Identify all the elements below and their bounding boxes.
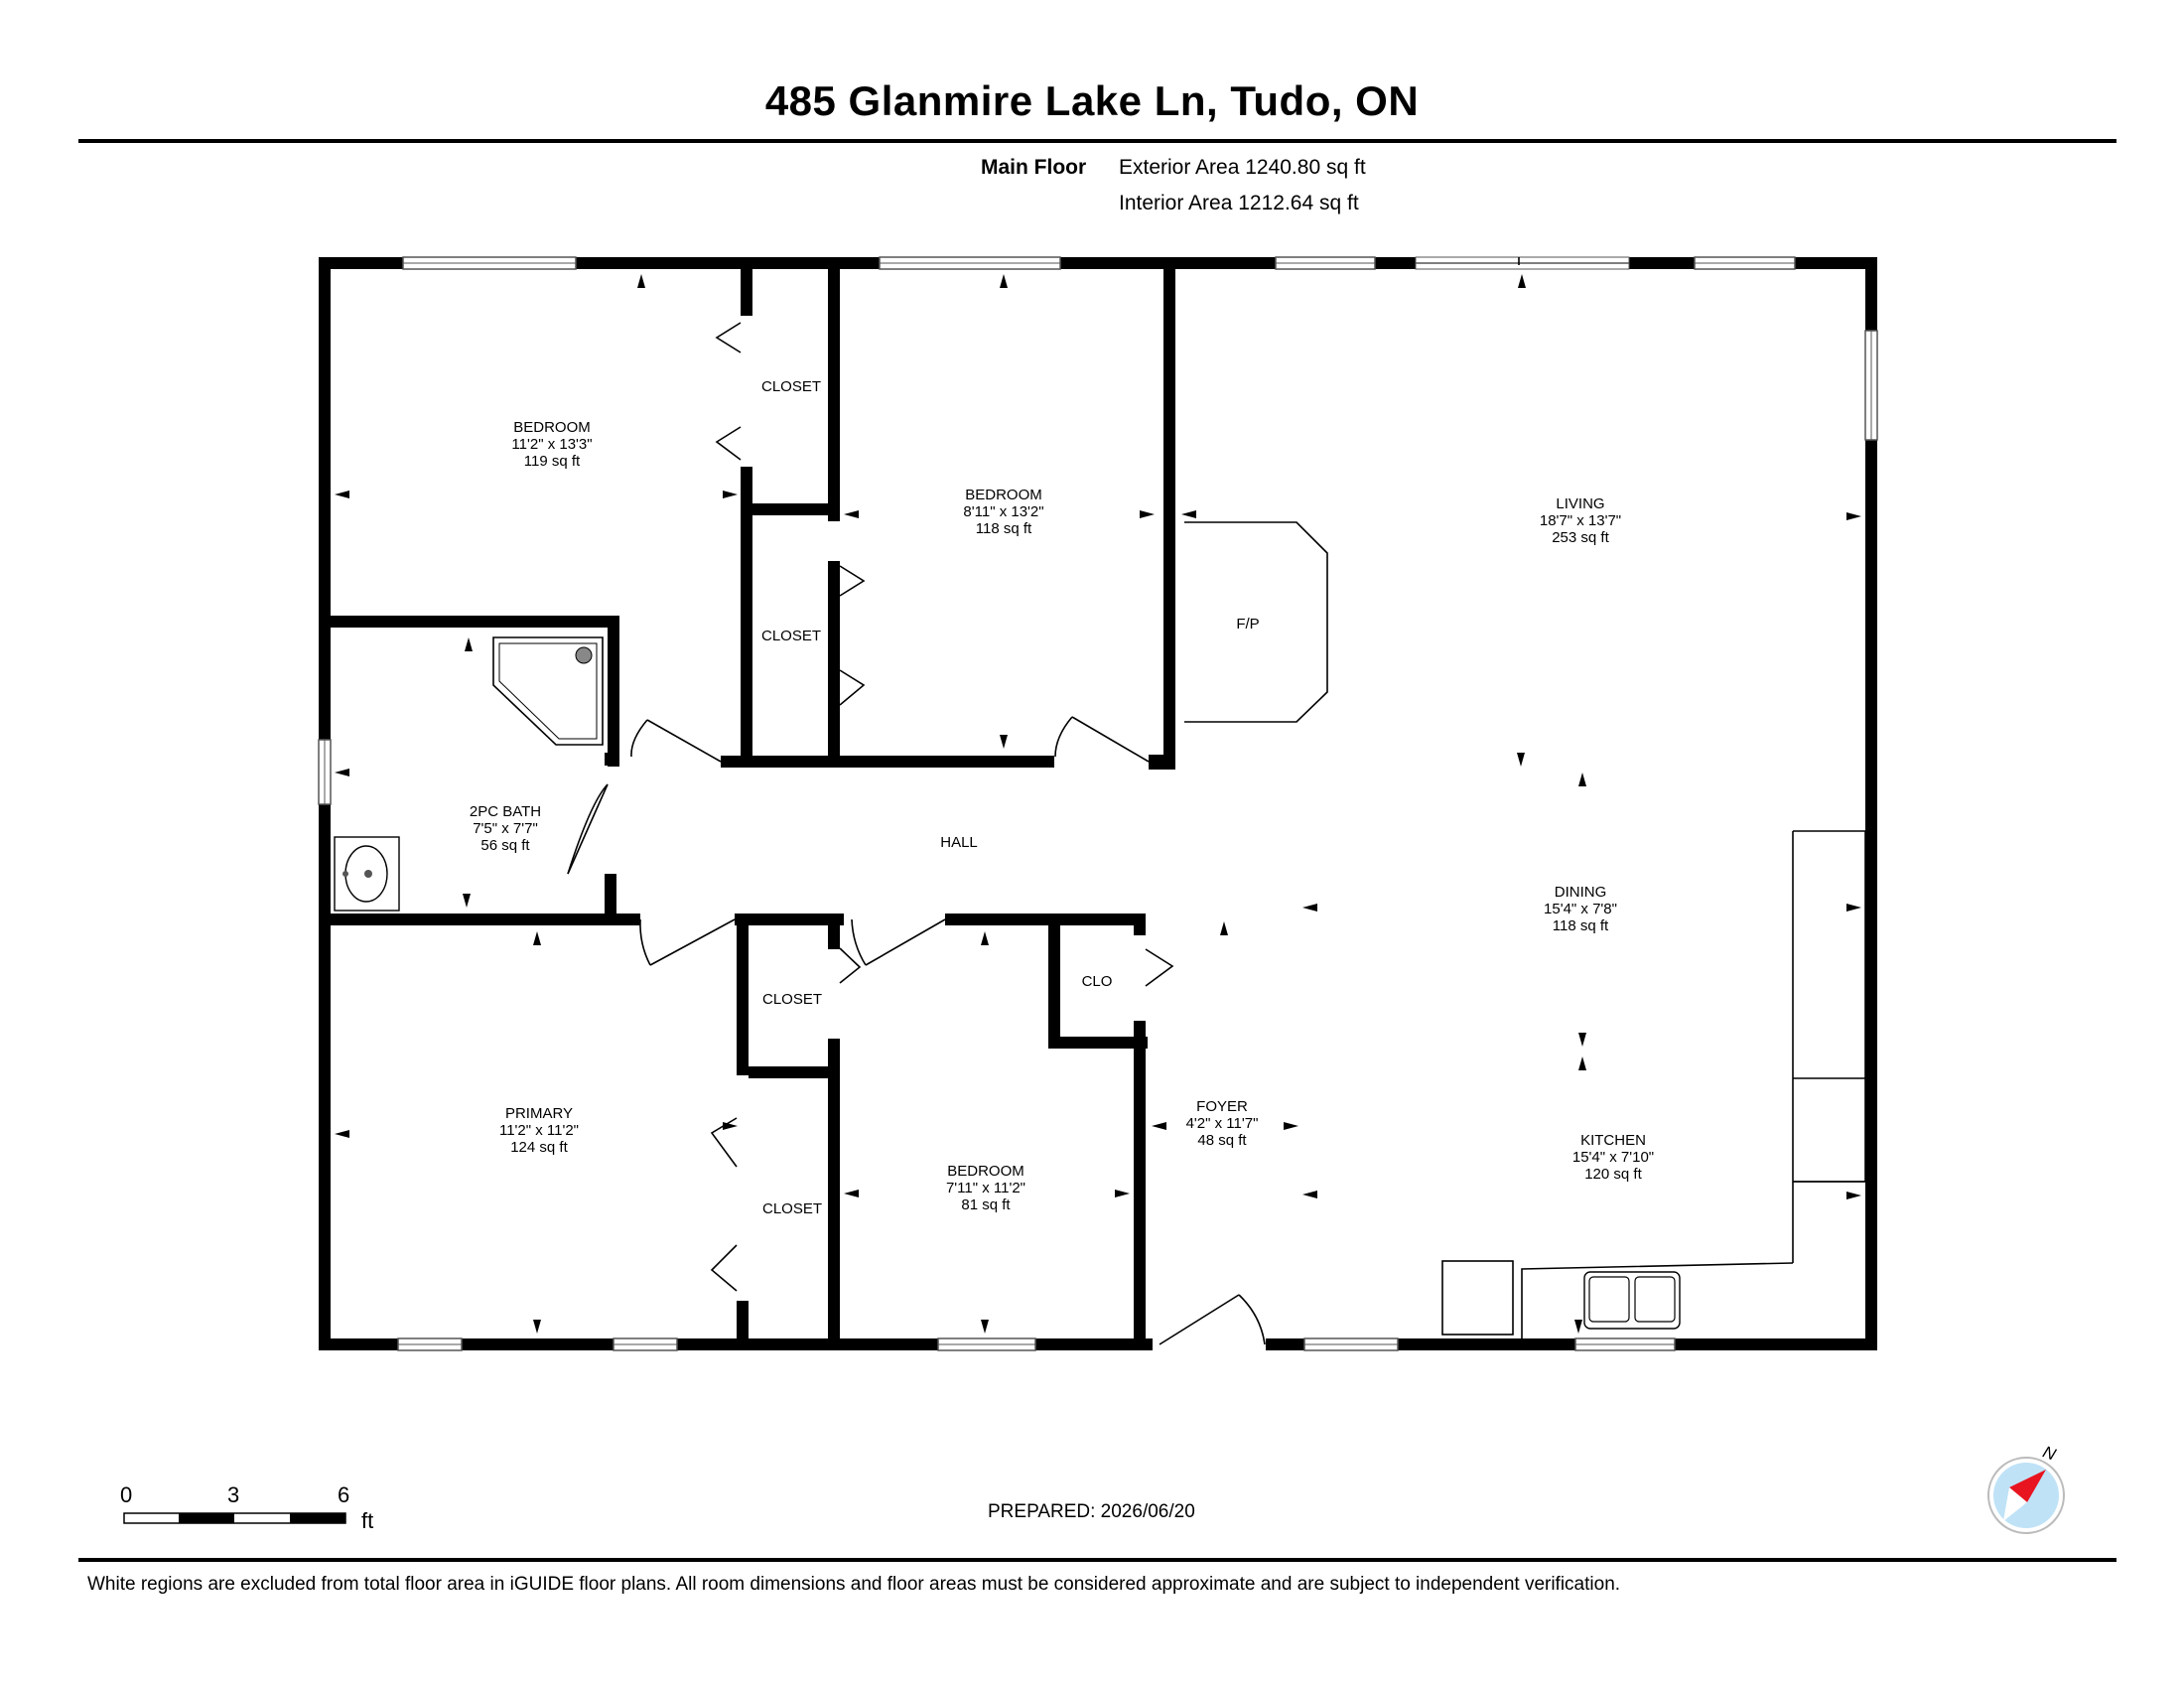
- bedroom-2-area: 118 sq ft: [976, 520, 1032, 537]
- living-dims: 18'7" x 13'7": [1540, 512, 1621, 529]
- direction-arrows: [335, 274, 1861, 1334]
- kitchen-name: KITCHEN: [1580, 1132, 1646, 1149]
- foyer-area: 48 sq ft: [1197, 1132, 1247, 1149]
- primary-area: 124 sq ft: [510, 1139, 568, 1156]
- kitchen-dims: 15'4" x 7'10": [1572, 1149, 1654, 1166]
- closet-4-label: CLOSET: [762, 1200, 822, 1217]
- scale-bar: [123, 1512, 346, 1524]
- foyer-dims: 4'2" x 11'7": [1186, 1115, 1259, 1132]
- bath-dims: 7'5" x 7'7": [473, 820, 538, 837]
- bedroom-3-name: BEDROOM: [947, 1163, 1024, 1180]
- dining-dims: 15'4" x 7'8": [1544, 901, 1617, 917]
- bedroom-2-name: BEDROOM: [965, 487, 1042, 503]
- bath-area: 56 sq ft: [480, 837, 530, 854]
- footer-rule: [78, 1558, 2116, 1562]
- closet-1-label: CLOSET: [761, 378, 821, 395]
- scale-tick-0: 0: [120, 1482, 133, 1507]
- exterior-area: Exterior Area 1240.80 sq ft: [1119, 156, 1366, 179]
- compass-icon: [1987, 1457, 2065, 1534]
- foyer-name: FOYER: [1196, 1098, 1248, 1115]
- scale-unit: ft: [361, 1508, 374, 1533]
- scale-tick-3: 3: [227, 1482, 240, 1507]
- page-title: 485 Glanmire Lake Ln, Tudo, ON: [764, 77, 1420, 124]
- windows: [318, 256, 1878, 1351]
- prepared-date: PREPARED: 2026/06/20: [988, 1501, 1195, 1522]
- disclaimer: White regions are excluded from total fl…: [87, 1574, 1621, 1595]
- primary-dims: 11'2" x 11'2": [499, 1122, 579, 1139]
- bedroom-3-area: 81 sq ft: [961, 1196, 1011, 1213]
- scale-tick-6: 6: [338, 1482, 350, 1507]
- dining-name: DINING: [1555, 884, 1607, 901]
- room-labels: BEDROOM 11'2" x 13'3" 119 sq ft BEDROOM …: [470, 378, 1654, 1217]
- doors: [567, 257, 1520, 1345]
- hall-label: HALL: [940, 834, 978, 851]
- interior-area: Interior Area 1212.64 sq ft: [1119, 192, 1359, 214]
- closet-3-label: CLOSET: [762, 991, 822, 1008]
- closet-2-label: CLOSET: [761, 628, 821, 644]
- living-area: 253 sq ft: [1552, 529, 1609, 546]
- header-rule: [78, 139, 2116, 143]
- bedroom-1-name: BEDROOM: [513, 419, 591, 436]
- bath-name: 2PC BATH: [470, 803, 541, 820]
- fireplace-label: F/P: [1236, 616, 1259, 633]
- bedroom-1-area: 119 sq ft: [524, 453, 581, 470]
- clo-label: CLO: [1082, 973, 1113, 990]
- dining-area: 118 sq ft: [1553, 917, 1609, 934]
- compass-needle-north: [2009, 1470, 2046, 1502]
- bedroom-3-dims: 7'11" x 11'2": [946, 1180, 1025, 1196]
- living-name: LIVING: [1556, 495, 1604, 512]
- kitchen-area: 120 sq ft: [1584, 1166, 1642, 1183]
- fixtures: [334, 521, 1866, 1338]
- floor-name: Main Floor: [981, 156, 1087, 179]
- bedroom-2-dims: 8'11" x 13'2": [963, 503, 1043, 520]
- bedroom-1-dims: 11'2" x 13'3": [511, 436, 592, 453]
- primary-name: PRIMARY: [505, 1105, 573, 1122]
